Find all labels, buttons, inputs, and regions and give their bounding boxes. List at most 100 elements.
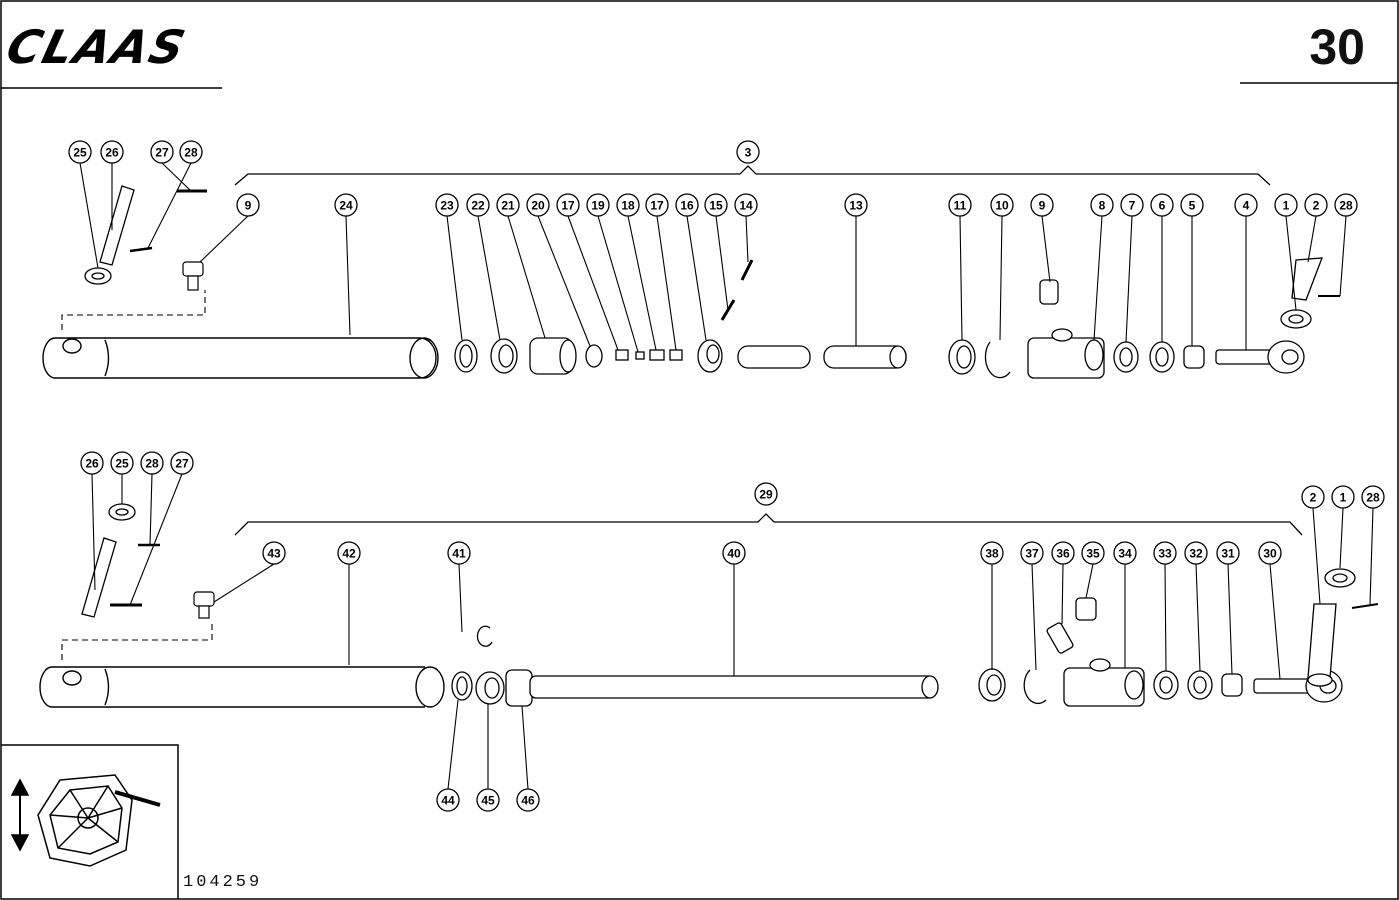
loose-part-top-28-circle [179, 140, 203, 164]
part-label-bottom-40-circle [722, 541, 746, 565]
assembly-label-3: 3 [745, 146, 752, 160]
part-label-bottom-44: 44 [441, 794, 455, 808]
cylinder-tube-24 [42, 337, 439, 379]
part-label-top-15-circle [704, 193, 728, 217]
part-label-bottom-43-circle [262, 541, 286, 565]
leader-line [959, 215, 963, 341]
part-label-bottom-32-circle [1184, 541, 1208, 565]
part-label-top-6-circle [1150, 193, 1174, 217]
part-label-bottom-36-circle [1051, 541, 1075, 565]
grease-nipple-43 [193, 591, 215, 619]
part-label-bottom-37-circle [1020, 541, 1044, 565]
part-label-top-23: 23 [440, 199, 454, 213]
part-label-bottom-1: 1 [1340, 491, 1347, 505]
part-label-top-17-circle [556, 193, 580, 217]
part-label-top-19: 19 [591, 199, 605, 213]
part-label-top-4-circle [1234, 193, 1258, 217]
part-label-top-6: 6 [1159, 199, 1166, 213]
part-label-top-19-circle [586, 193, 610, 217]
part-label-bottom-1-circle [1331, 485, 1355, 509]
part-label-top-4: 4 [1243, 199, 1250, 213]
leader-line [1031, 563, 1037, 671]
leader-line [715, 215, 729, 311]
part-label-top-9: 9 [1039, 199, 1046, 213]
leader-line [161, 162, 191, 191]
part-label-top-13: 13 [849, 199, 863, 213]
leader-line [477, 215, 501, 341]
leader-line [1085, 563, 1094, 599]
loose-part-bottom-27: 27 [175, 457, 189, 471]
part-label-bottom-41-circle [447, 541, 471, 565]
part-label-bottom-38-circle [980, 541, 1004, 565]
pin-set-bottom [81, 503, 493, 647]
part-label-bottom-45: 45 [481, 794, 495, 808]
part-label-bottom-38: 38 [985, 547, 999, 561]
part-label-bottom-33: 33 [1158, 547, 1172, 561]
loose-part-top-26-circle [100, 140, 124, 164]
part-label-bottom-41: 41 [452, 547, 466, 561]
loose-part-top-27: 27 [155, 146, 169, 160]
leader-line [567, 215, 619, 351]
drawing-number: 104259 [183, 873, 263, 892]
part-label-top-14: 14 [739, 199, 753, 213]
leader-line [627, 215, 657, 351]
leader-line [1227, 563, 1233, 675]
part-label-bottom-34: 34 [1118, 547, 1132, 561]
part-label-top-11: 11 [954, 199, 967, 213]
part-label-top-10: 10 [995, 199, 1009, 213]
part-label-top-18: 18 [621, 199, 635, 213]
part-label-bottom-46: 46 [521, 794, 535, 808]
part-label-top-18-circle [616, 193, 640, 217]
leader-line [656, 215, 677, 351]
loose-part-bottom-28: 28 [145, 457, 159, 471]
page-number: 30 [1309, 19, 1365, 75]
assembly-label-29-circle [754, 482, 778, 506]
loose-part-bottom-27-circle [170, 451, 194, 475]
part-label-top-24-circle [334, 193, 358, 217]
loose-part-top-25: 25 [73, 146, 87, 160]
part-label-top-10-circle [990, 193, 1014, 217]
part-label-top-21-circle [496, 193, 520, 217]
leader-line [199, 215, 249, 263]
part-label-top-13-circle [844, 193, 868, 217]
part-label-top-7-circle [1120, 193, 1144, 217]
seals-bottom [451, 568, 1379, 707]
part-label-top-16: 16 [680, 199, 694, 213]
part-label-top-8: 8 [1099, 199, 1106, 213]
part-label-top-1: 1 [1283, 199, 1290, 213]
part-label-bottom-40: 40 [727, 547, 741, 561]
leader-line [147, 162, 192, 249]
leader-line [745, 215, 749, 263]
part-label-top-16-circle [675, 193, 699, 217]
brace-assembly-3 [234, 165, 1271, 186]
loose-part-top-25-circle [68, 140, 92, 164]
part-label-top-1-circle [1274, 193, 1298, 217]
leader-line [1285, 215, 1297, 311]
part-label-top-11-circle [948, 193, 972, 217]
seals-top [454, 257, 1340, 379]
part-label-bottom-33-circle [1153, 541, 1177, 565]
part-label-bottom-28-circle [1361, 485, 1385, 509]
part-label-bottom-34-circle [1113, 541, 1137, 565]
part-label-bottom-32: 32 [1189, 547, 1203, 561]
part-label-top-17-circle [645, 193, 669, 217]
part-label-top-14-circle [734, 193, 758, 217]
part-label-bottom-35-circle [1081, 541, 1105, 565]
leader-line [1369, 507, 1374, 605]
part-label-bottom-35: 35 [1086, 547, 1100, 561]
leader-line [129, 473, 183, 606]
part-label-top-9-circle [1030, 193, 1054, 217]
part-label-top-22: 22 [471, 199, 485, 213]
part-label-top-21: 21 [501, 199, 515, 213]
leader-line [1269, 563, 1281, 680]
part-label-bottom-2: 2 [1310, 491, 1317, 505]
part-label-bottom-36: 36 [1056, 547, 1070, 561]
leader-line [1041, 215, 1051, 283]
leader-line [345, 215, 351, 336]
part-label-bottom-42-circle [337, 541, 361, 565]
leader-line [1339, 215, 1347, 297]
